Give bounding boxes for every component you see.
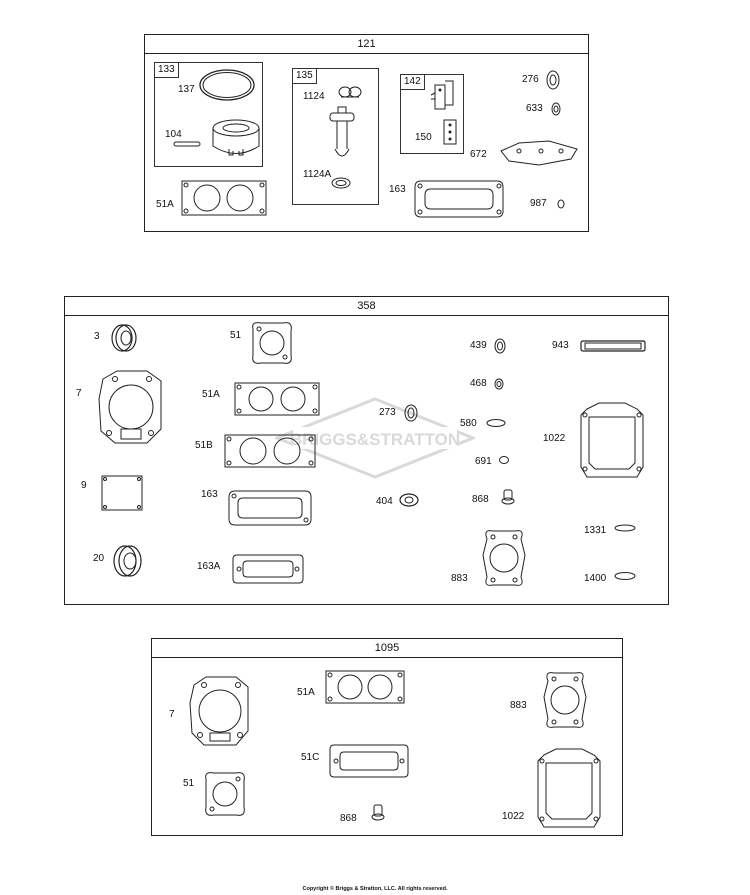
- callout-150: 150: [415, 132, 432, 143]
- callout-163: 163: [389, 184, 406, 195]
- callout-672: 672: [470, 149, 487, 160]
- part-51-gasket: [200, 769, 250, 819]
- callout-9: 9: [81, 480, 87, 491]
- callout-633: 633: [526, 103, 543, 114]
- part-404-seal: [399, 493, 419, 507]
- callout-439: 439: [470, 340, 487, 351]
- part-150-plate: [443, 119, 457, 145]
- part-51A-gasket: [322, 667, 408, 707]
- callout-1022: 1022: [543, 433, 566, 444]
- panel-358-header: 358: [65, 297, 668, 316]
- part-1022-gasket: [577, 401, 647, 481]
- callout-163A: 163A: [197, 561, 221, 572]
- callout-51A: 51A: [156, 199, 174, 210]
- part-1331-ring: [613, 523, 637, 533]
- callout-104: 104: [165, 129, 182, 140]
- part-1022-gasket: [534, 747, 604, 831]
- callout-51: 51: [183, 778, 195, 789]
- subbox-135-label: 135: [293, 69, 317, 84]
- subbox-142: 142: [400, 74, 464, 154]
- subbox-133-label: 133: [155, 63, 179, 78]
- callout-883: 883: [451, 573, 468, 584]
- part-276-seal: [546, 70, 560, 90]
- subbox-135: 135: [292, 68, 379, 205]
- callout-1331: 1331: [584, 525, 607, 536]
- part-633-ring: [551, 102, 561, 116]
- callout-987: 987: [530, 198, 547, 209]
- part-439-ring: [493, 337, 507, 355]
- callout-51B: 51B: [195, 440, 213, 451]
- part-163A-gasket: [231, 551, 305, 587]
- callout-51: 51: [230, 330, 242, 341]
- panel-1095: 1095 7 51 51A 51C 868 883 1022: [151, 638, 623, 836]
- part-163-gasket: [413, 177, 507, 221]
- part-868-plug: [501, 489, 515, 505]
- callout-20: 20: [93, 553, 105, 564]
- part-51A-gasket: [231, 379, 323, 419]
- part-1124A-washer: [331, 177, 351, 189]
- part-104-pin: [173, 140, 201, 148]
- part-7-head-gasket: [186, 675, 252, 749]
- callout-3: 3: [94, 331, 100, 342]
- panel-358: 358 BRIGGS&STRATTON 3 7 9 20 51 51A 51B …: [64, 296, 669, 605]
- panel-121-header: 121: [145, 35, 588, 54]
- part-20-seal: [111, 543, 145, 579]
- subbox-133: 133: [154, 62, 263, 167]
- callout-163: 163: [201, 489, 218, 500]
- part-468-ring: [493, 377, 505, 391]
- callout-1124A: 1124A: [303, 169, 332, 180]
- callout-7: 7: [76, 388, 82, 399]
- panel-121: 121 133 135 142 137 104 51A 1124 1124A 1…: [144, 34, 589, 232]
- part-7-head-gasket: [95, 369, 165, 447]
- callout-51A: 51A: [297, 687, 315, 698]
- part-883-gasket: [540, 667, 590, 733]
- part-142-bracket: [431, 77, 459, 111]
- part-51B-gasket: [221, 429, 319, 473]
- callout-868: 868: [472, 494, 489, 505]
- part-stem-assembly: [327, 107, 357, 165]
- part-672-plate: [499, 137, 581, 167]
- part-1124-clip: [338, 85, 362, 101]
- part-51-gasket: [247, 319, 297, 367]
- callout-51A: 51A: [202, 389, 220, 400]
- callout-137: 137: [178, 84, 195, 95]
- callout-883: 883: [510, 700, 527, 711]
- callout-7: 7: [169, 709, 175, 720]
- panel-1095-header: 1095: [152, 639, 622, 658]
- part-163-gasket: [227, 487, 313, 529]
- callout-1400: 1400: [584, 573, 607, 584]
- callout-580: 580: [460, 418, 477, 429]
- part-580-ring: [485, 418, 507, 428]
- part-3-seal: [109, 323, 139, 353]
- part-133-seal: [211, 119, 261, 159]
- part-51A-gasket: [178, 177, 270, 219]
- part-987-washer: [557, 199, 565, 209]
- callout-404: 404: [376, 496, 393, 507]
- watermark-logo: BRIGGS&STRATTON: [275, 397, 475, 479]
- callout-691: 691: [475, 456, 492, 467]
- part-868-plug: [370, 804, 386, 822]
- part-943-seal: [579, 337, 647, 355]
- part-137-ring: [198, 68, 256, 102]
- callout-943: 943: [552, 340, 569, 351]
- callout-273: 273: [379, 407, 396, 418]
- callout-468: 468: [470, 378, 487, 389]
- part-1400-ring: [613, 571, 637, 581]
- callout-276: 276: [522, 74, 539, 85]
- callout-1124: 1124: [303, 91, 325, 102]
- part-51C-gasket: [328, 741, 410, 781]
- callout-51C: 51C: [301, 752, 320, 763]
- callout-1022: 1022: [502, 811, 525, 822]
- watermark-text: BRIGGS&STRATTON: [290, 430, 460, 449]
- subbox-142-label: 142: [401, 75, 425, 90]
- part-9-gasket: [99, 473, 145, 513]
- copyright-footer: Copyright © Briggs & Stratton, LLC. All …: [302, 886, 448, 892]
- part-883-gasket: [479, 525, 529, 591]
- part-691-ring: [498, 455, 510, 465]
- callout-868: 868: [340, 813, 357, 824]
- part-273-ring: [403, 403, 419, 423]
